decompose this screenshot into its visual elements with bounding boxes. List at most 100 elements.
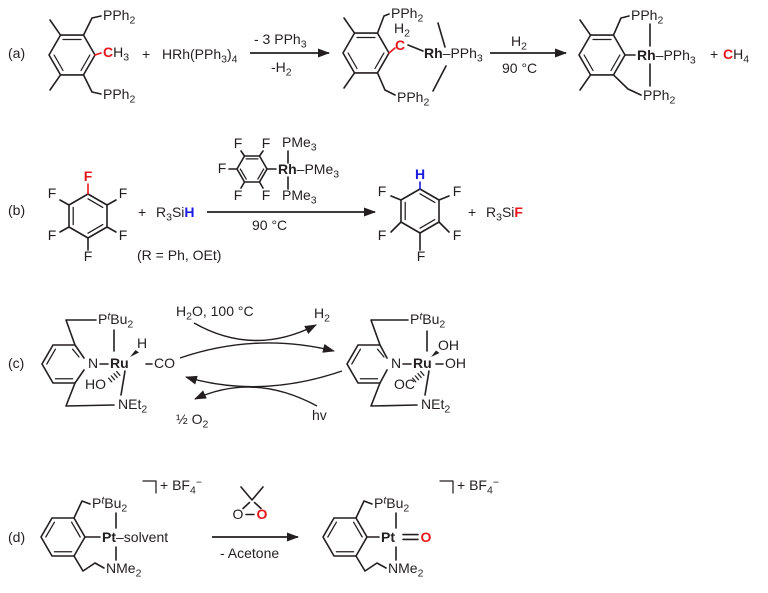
fluorine-label: F [234, 187, 243, 203]
plus-sign: + [710, 46, 718, 62]
benzene-ring [578, 34, 626, 76]
molecule-a-ch2-rh-intermediate: PPh2 H2 C Rh–PPh3 PPh2 [342, 5, 483, 108]
hash-bond [411, 370, 425, 383]
forward-arrow [179, 342, 335, 359]
fluorine-label: F [417, 248, 426, 264]
ptbu2-label: PtBu2 [374, 494, 409, 514]
hv-label: hv [312, 407, 327, 423]
reverse-arrow [185, 370, 343, 388]
p-rh-bond-top [437, 22, 446, 48]
ruthenium-label: Ru [110, 355, 129, 371]
hydroxo-label: HO [85, 376, 106, 392]
reaction-a: (a) PPh2 CH3 PPh2 + HRh(PPh3)4 - 3 PPh3 … [8, 5, 749, 108]
aromatic-inner-bonds [239, 158, 265, 180]
half-o2-label: ½ O2 [176, 411, 208, 430]
pph2-label: PPh2 [391, 5, 423, 24]
charge-bracket [439, 480, 454, 494]
arrow-below-text: -H2 [271, 59, 292, 78]
wedge-bond [130, 350, 139, 357]
pt-o-double-bond [402, 533, 419, 541]
water-condition-label: H2O, 100 °C [176, 303, 254, 322]
hydrogen-blue-label: H [415, 166, 425, 182]
ethylene-arm-bottom [73, 555, 105, 572]
ru-n-amine-bond [424, 370, 430, 396]
ch2-arm-bottom [612, 74, 642, 96]
ch2-arm-bottom [65, 382, 115, 407]
p-rh-bond-bottom [432, 65, 447, 92]
methyl-bonds [49, 19, 62, 91]
molecule-b-hexafluorobenzene: F F F F F F [48, 168, 128, 264]
ptbu2-label: PtBu2 [92, 494, 127, 514]
pph2-label: PPh2 [397, 89, 429, 108]
aromatic-inner-bonds [46, 348, 80, 380]
hydroxide-right-label: OH [445, 355, 466, 371]
ch2-arm-top [73, 500, 91, 519]
ch2-arm-top [355, 500, 373, 519]
pme3-label: PMe3 [282, 134, 317, 153]
net2-label: NEt2 [118, 396, 147, 415]
arrow-below-text: 90 °C [252, 217, 287, 233]
fluorine-label: F [453, 227, 462, 243]
ch2-arm-bottom [82, 74, 102, 95]
net2-label: NEt2 [421, 396, 450, 415]
molecule-a-pincer-product: PPh2 Rh–PPh3 PPh2 [578, 7, 696, 106]
rh-pph3-label: Rh–PPh3 [637, 47, 696, 66]
fluorine-label: F [48, 185, 57, 201]
red-carbon-label: C [395, 37, 405, 53]
ch2-arm-top [65, 319, 97, 346]
molecule-a-diphosphine-ligand: PPh2 CH3 PPh2 [48, 7, 135, 105]
fluorine-label: F [218, 160, 227, 176]
ch2-arm-top [612, 15, 630, 36]
pme3-label: PMe3 [282, 187, 317, 206]
molecule-d-pt-oxo-product: PtBu2 + BF4− Pt O NMe2 [322, 476, 499, 579]
molecule-d-pt-solvent-complex: PtBu2 + BF4− Pt–solvent NMe2 [40, 476, 202, 579]
benzene-ring [48, 34, 96, 76]
carbonyl-label: CO [154, 355, 175, 371]
aromatic-inner-bonds [351, 348, 385, 380]
nme2-label: NMe2 [388, 560, 424, 579]
methyl-bonds [579, 19, 592, 91]
rh-pph3-label: Rh–PPh3 [424, 45, 483, 64]
h2o-to-h2-arrow [193, 322, 317, 342]
aromatic-inner-bonds [404, 193, 436, 229]
benzene-ring [68, 193, 108, 239]
fluorine-label: F [234, 135, 243, 151]
nitrogen-label: N [88, 355, 98, 371]
c-rh-bond [407, 44, 424, 52]
pt-solvent-label: Pt–solvent [102, 529, 168, 545]
fluorine-label: F [453, 183, 462, 199]
reaction-d: (d) PtBu2 + BF4− Pt–solvent NMe2 - Aceto… [8, 476, 499, 579]
reaction-c-label: (c) [8, 355, 24, 371]
plus-sign: + [138, 204, 146, 220]
aromatic-inner-bonds [327, 521, 363, 553]
pyridine-ring [41, 344, 85, 384]
ptbu2-label: PtBu2 [98, 310, 133, 330]
fluorine-label: F [378, 227, 387, 243]
rh-pme3-label: Rh–PMe3 [278, 161, 339, 180]
ch4-label: CH4 [723, 46, 749, 65]
ptbu2-label: PtBu2 [410, 310, 445, 330]
ch2-arm-top [82, 15, 102, 36]
aromatic-inner-bonds [53, 38, 91, 72]
benzene-ring [40, 517, 86, 557]
ring-ch2-red-bond [388, 47, 396, 54]
ch2-arm-bottom [370, 382, 418, 407]
r-group-note: (R = Ph, OEt) [137, 247, 221, 263]
aromatic-inner-bonds [583, 38, 621, 72]
pph2-label: PPh2 [103, 7, 135, 26]
c-o-bonds [242, 501, 262, 510]
aromatic-inner-bonds [45, 521, 81, 553]
reaction-a-label: (a) [8, 45, 25, 61]
c-f-bonds [59, 199, 117, 251]
nitrogen-label: N [391, 355, 401, 371]
ch2-arm-top [376, 13, 390, 34]
arrow-above-text: - 3 PPh3 [254, 31, 307, 50]
reaction-b: (b) F F F F F F + R3SiH (R = Ph, OEt) F … [8, 134, 523, 264]
benzene-ring [236, 155, 268, 183]
ch2-h2-label: H2 [394, 20, 410, 39]
arrow-below-text: 90 °C [502, 60, 537, 76]
fluorine-label: F [119, 185, 128, 201]
hydride-label: H [137, 335, 147, 351]
ruthenium-label: Ru [413, 355, 432, 371]
